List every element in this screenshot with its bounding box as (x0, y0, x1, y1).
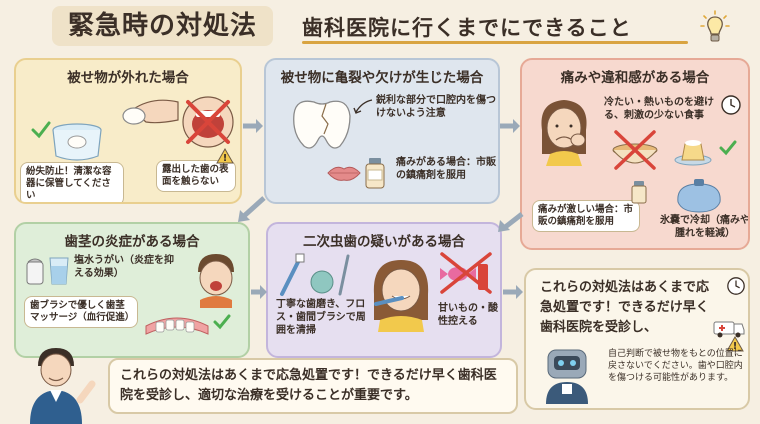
lightbulb-icon (700, 10, 730, 42)
warning-icon: ! (726, 336, 744, 352)
summary-message: これらの対処法はあくまで応急処置です！できるだけ早く歯科医院を受診し、 (540, 280, 710, 335)
flow-arrow-icon (238, 196, 266, 222)
card-title: 被せ物が外れた場合 (67, 70, 189, 86)
flow-arrow-icon (243, 119, 263, 133)
note-careful-cleaning: 丁寧な歯磨き、フロス・歯間ブラシで周囲を清掃 (276, 299, 366, 336)
note-do-not-touch: 露出した歯の表面を触らない (156, 160, 236, 192)
hand-holding-crown-icon (122, 99, 179, 125)
flow-arrow-icon (500, 119, 520, 133)
card-gum: 歯茎の炎症がある場合 塩水うがい（炎症を抑える効果） 歯ブラシで優しく歯茎マッサ… (14, 222, 250, 358)
summary-warning: 自己判断で被せ物をもとの位置に戻さないでください。歯や口腔内を傷つける可能性があ… (608, 349, 743, 383)
clock-icon (727, 277, 745, 295)
flow-arrow-icon (251, 285, 267, 299)
flow-arrow-icon (503, 285, 523, 299)
page-title: 緊急時の対処法 (52, 6, 274, 46)
note-gum-massage: 歯ブラシで優しく歯茎マッサージ（血行促進） (24, 296, 138, 328)
note-sharp-edge: 鋭利な部分で口腔内を傷つけないよう注意 (376, 95, 496, 119)
card-pain: 痛みや違和感がある場合 冷たい・熱いものを避ける、刺激の少ない食事 痛みが激しい… (520, 58, 750, 250)
card-summary: これらの対処法はあくまで応急処置です！できるだけ早く歯科医院を受診し、 ! 自己… (524, 268, 750, 410)
check-icon (31, 121, 51, 139)
dental-tools-icon (280, 253, 350, 296)
card-crack: 被せ物に亀裂や欠けが生じた場合 鋭利な部分で口腔内を傷つけないよう注意 痛みがあ… (264, 58, 500, 204)
note-keep-crown: 紛失防止！清潔な容器に保管してください (20, 162, 124, 202)
girl-brushing-teeth-icon (373, 260, 429, 332)
check-icon (213, 314, 231, 330)
sweets-crossed-icon (440, 252, 492, 294)
water-glass-icon (49, 257, 69, 285)
note-salt-water: 塩水うがい（炎症を抑える効果） (74, 255, 174, 279)
robot-dentist-icon (546, 349, 588, 404)
flow-arrow-icon (498, 212, 524, 232)
card-title: 被せ物に亀裂や欠けが生じた場合 (280, 70, 484, 86)
note-ice-pack: 氷嚢で冷却（痛みや腫れを軽減） (660, 215, 750, 239)
page-subtitle: 歯科医院に行くまでにできること (302, 16, 632, 40)
boy-gargling-icon (198, 254, 234, 308)
salt-shaker-icon (26, 258, 44, 285)
bowl-crossed-icon (612, 130, 658, 170)
pudding-icon (674, 140, 712, 166)
card-title: 歯茎の炎症がある場合 (64, 234, 200, 250)
card-crown-off: 被せ物が外れた場合 紛失防止！清潔な容器に保管してください 露出した歯の表面を触… (14, 58, 242, 204)
medicine-bottle-icon (365, 158, 385, 189)
note-avoid-food: 冷たい・熱いものを避ける、刺激の少ない食事 (604, 97, 714, 121)
card-decay: 二次虫歯の疑いがある場合 丁寧な歯磨き、フロス・歯間ブラシで周囲を清掃 甘いもの… (266, 222, 502, 358)
woman-toothache-icon (541, 100, 587, 166)
svg-text:!: ! (223, 153, 228, 164)
gums-teeth-icon (145, 317, 209, 335)
clock-icon (721, 95, 741, 115)
bottom-banner: これらの対処法はあくまで応急処置です！できるだけ早く歯科医院を受診し、適切な治療… (108, 358, 518, 414)
container-icon (52, 123, 102, 161)
warning-icon: ! (216, 148, 234, 164)
dentist-character-icon (30, 348, 96, 424)
ice-pack-icon (677, 179, 721, 213)
note-pain-reliever: 痛みがある場合：市販の鎮痛剤を服用 (396, 157, 496, 181)
open-mouth-crossed-icon (182, 96, 234, 148)
note-severe-pain: 痛みが激しい場合：市販の鎮痛剤を服用 (532, 200, 640, 232)
ambulance-icon (713, 321, 745, 338)
card-title: 痛みや違和感がある場合 (560, 70, 710, 86)
note-avoid-sweets: 甘いもの・酸性控える (438, 303, 498, 327)
check-icon (719, 140, 737, 156)
svg-text:!: ! (733, 341, 738, 352)
card-title: 二次虫歯の疑いがある場合 (303, 234, 465, 250)
subtitle-underline (302, 41, 688, 44)
lips-icon (327, 166, 361, 181)
cracked-tooth-icon (293, 100, 351, 149)
medicine-bottle-icon (631, 181, 647, 204)
pointer-arrow-icon (353, 99, 373, 114)
